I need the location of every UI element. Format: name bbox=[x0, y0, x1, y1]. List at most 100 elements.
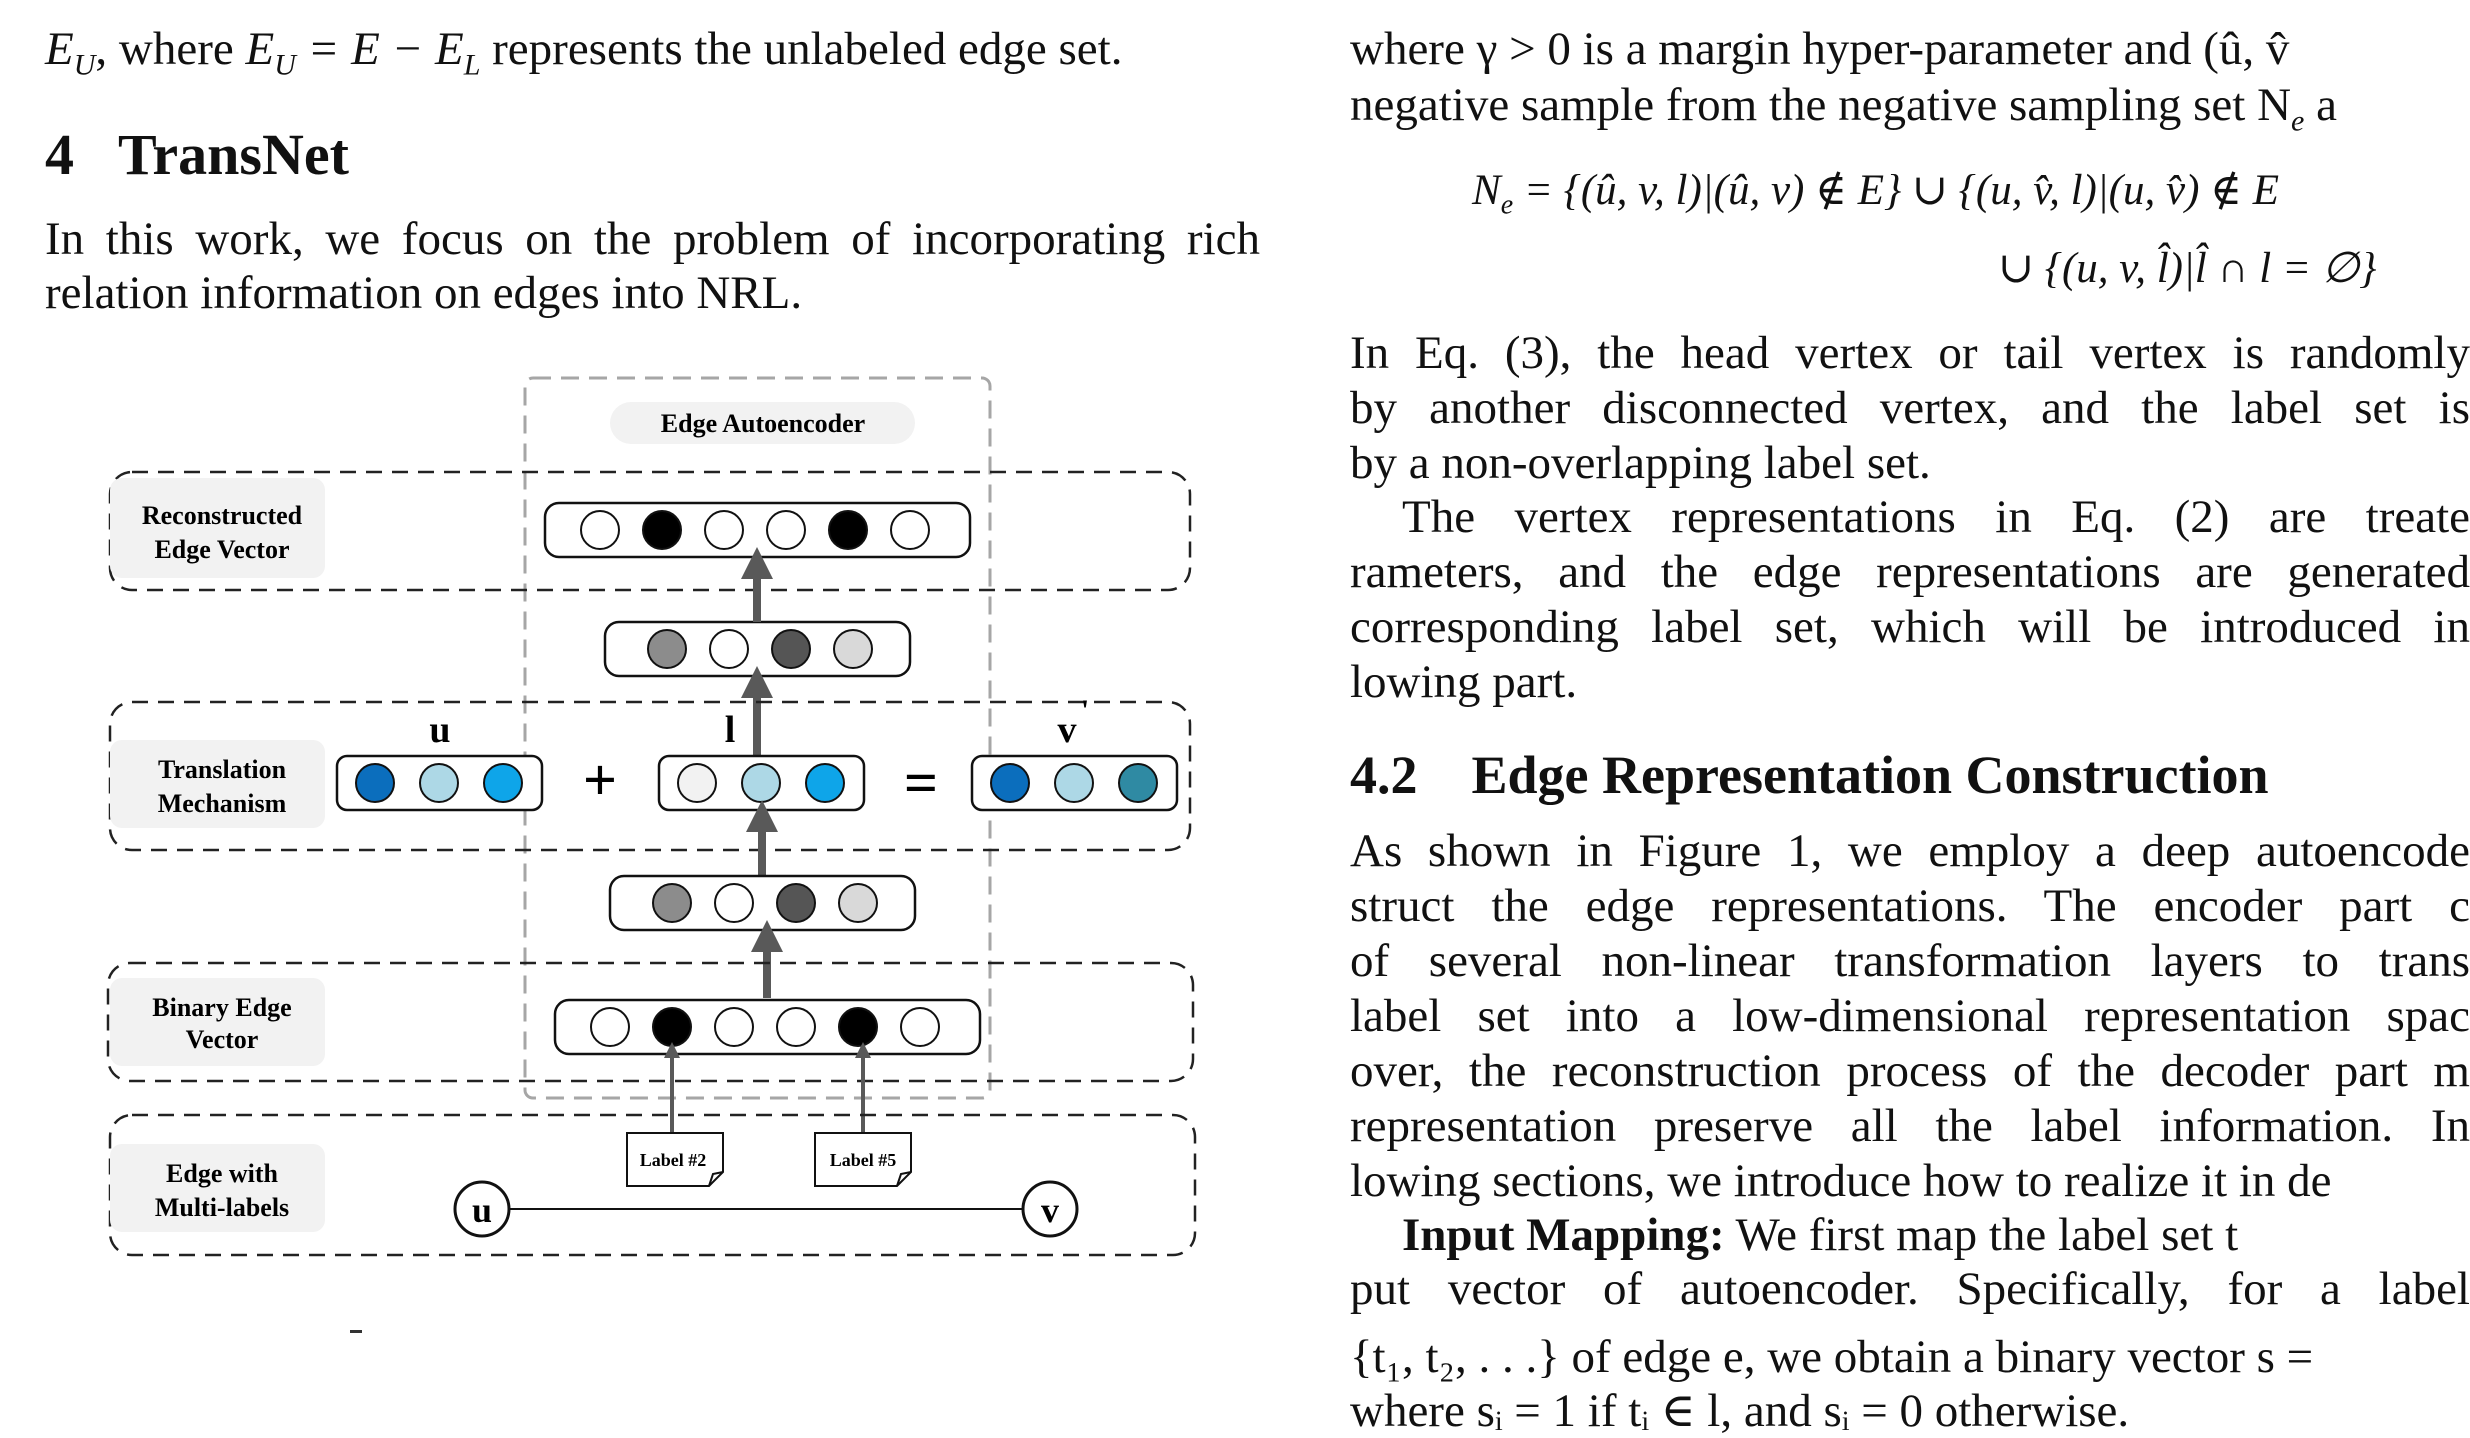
p3-line2: struct the edge representations. The enc… bbox=[1350, 880, 2470, 932]
plus-sign: + bbox=[583, 747, 617, 813]
encoder-node-4 bbox=[838, 883, 878, 923]
row-reconstructed-label-bg bbox=[110, 478, 325, 578]
binary-bit-5 bbox=[838, 1007, 878, 1047]
input-mapping-bold: Input Mapping: bbox=[1402, 1209, 1725, 1261]
equals-sign: = bbox=[904, 750, 938, 816]
p1-line2: by another disconnected vertex, and the … bbox=[1350, 382, 2470, 434]
node-v-label: v bbox=[1041, 1190, 1059, 1230]
unlabeled-edge-sentence: EU, where EU = E − EL represents the unl… bbox=[45, 22, 1122, 92]
row-translation-label-bg bbox=[110, 740, 325, 828]
p2-line4: lowing part. bbox=[1350, 656, 1578, 708]
stray-mark bbox=[350, 1330, 362, 1333]
label5-note-icon bbox=[814, 1132, 912, 1187]
decoder-node-2 bbox=[709, 629, 749, 669]
binary-bit-3 bbox=[714, 1007, 754, 1047]
section-number: 4 bbox=[45, 122, 74, 187]
text-where: , where bbox=[95, 23, 246, 75]
row-reconstructed-box bbox=[108, 470, 1192, 592]
p4-line1-text: We first map the label set t bbox=[1724, 1209, 2239, 1261]
math-sub-l: L bbox=[463, 48, 481, 82]
binary-bit-2 bbox=[652, 1007, 692, 1047]
subsection-heading: 4.2 Edge Representation Construction bbox=[1350, 748, 2269, 802]
section-title: TransNet bbox=[118, 122, 349, 187]
subsection-title: Edge Representation Construction bbox=[1471, 745, 2269, 805]
right-column: where γ > 0 is a margin hyper-parameter … bbox=[1350, 0, 2470, 1437]
row-binary-box bbox=[106, 961, 1195, 1083]
p3-line7: lowing sections, we introduce how to rea… bbox=[1350, 1155, 2332, 1207]
equation-line2: ∪ {(u, v, l̂)|l̂ ∩ l = ∅} bbox=[1998, 245, 2377, 292]
subsection-number: 4.2 bbox=[1350, 745, 1418, 805]
vector-l-node-2 bbox=[741, 763, 781, 803]
p4-line3: {t₁, t₂, . . .} of edge e, we obtain a b… bbox=[1350, 1331, 2314, 1383]
label2-note-icon bbox=[626, 1132, 724, 1187]
autoencoder-box bbox=[523, 376, 992, 1100]
binary-bit-4 bbox=[776, 1007, 816, 1047]
p3-line6: representation preserve all the label in… bbox=[1350, 1100, 2470, 1152]
decoder-node-1 bbox=[647, 629, 687, 669]
p3-line1: As shown in Figure 1, we employ a deep a… bbox=[1350, 825, 2470, 877]
reconstructed-bit-1 bbox=[580, 510, 620, 550]
math-expr: = E − E bbox=[295, 23, 464, 75]
vector-u-node-1 bbox=[355, 763, 395, 803]
binary-bit-6 bbox=[900, 1007, 940, 1047]
decoder-node-3 bbox=[771, 629, 811, 669]
node-u-label: u bbox=[472, 1190, 492, 1230]
negative-sample-text: negative sample from the negative sampli… bbox=[1350, 79, 2292, 131]
row-multilabel-label-bg bbox=[110, 1144, 325, 1232]
negative-sample-tail: a bbox=[2304, 79, 2337, 131]
autoencoder-label: Edge Autoencoder bbox=[661, 409, 865, 438]
encoder-node-1 bbox=[652, 883, 692, 923]
autoencoder-label-bg bbox=[610, 402, 915, 444]
p3-line5: over, the reconstruction process of the … bbox=[1350, 1045, 2470, 1097]
label5-text: Label #5 bbox=[830, 1150, 897, 1170]
eq-ne: N bbox=[1472, 167, 1501, 214]
p4-line4: where sᵢ = 1 if tᵢ ∈ l, and sᵢ = 0 other… bbox=[1350, 1385, 2130, 1437]
reconstructed-bit-6 bbox=[890, 510, 930, 550]
eq-sub-e: e bbox=[1500, 189, 1514, 221]
vector-v-prime: ' bbox=[1081, 694, 1089, 727]
p4-line2: put vector of autoencoder. Specifically,… bbox=[1350, 1263, 2470, 1315]
math-e: E bbox=[45, 23, 74, 75]
label5-fold bbox=[896, 1171, 912, 1187]
eq-rest: = {(û, v, l)|(û, v) ∉ E} ∪ {(u, v̂, l)|(… bbox=[1513, 167, 2279, 214]
margin-sentence: where γ > 0 is a margin hyper-parameter … bbox=[1350, 23, 2290, 75]
math-sub-e: e bbox=[2291, 104, 2305, 138]
row-translation-box bbox=[108, 700, 1192, 852]
p4-line1: Input Mapping: We first map the label se… bbox=[1402, 1208, 2238, 1262]
math-e2: E bbox=[245, 23, 275, 75]
math-sub-u2: U bbox=[274, 48, 296, 82]
label2-fold bbox=[708, 1171, 724, 1187]
vector-v-label: v bbox=[1058, 709, 1077, 751]
vector-u-node-2 bbox=[419, 763, 459, 803]
p3-line4: label set into a low-dimensional represe… bbox=[1350, 990, 2470, 1042]
vector-u-label: u bbox=[429, 709, 450, 751]
p2-line2: rameters, and the edge representations a… bbox=[1350, 546, 2470, 598]
encoder-node-3 bbox=[776, 883, 816, 923]
reconstructed-bit-2 bbox=[642, 510, 682, 550]
encoder-node-2 bbox=[714, 883, 754, 923]
reconstructed-bit-4 bbox=[766, 510, 806, 550]
vector-u-node-3 bbox=[483, 763, 523, 803]
p1-line3: by a non-overlapping label set. bbox=[1350, 437, 1931, 489]
decoder-node-4 bbox=[833, 629, 873, 669]
p1-line1: In Eq. (3), the head vertex or tail vert… bbox=[1350, 327, 2470, 379]
text-represents: represents the unlabeled edge set. bbox=[480, 23, 1123, 75]
label2-text: Label #2 bbox=[640, 1150, 707, 1170]
vector-l-node-1 bbox=[677, 763, 717, 803]
vector-v-node-1 bbox=[990, 763, 1030, 803]
reconstructed-bit-3 bbox=[704, 510, 744, 550]
p3-line3: of several non-linear transformation lay… bbox=[1350, 935, 2470, 987]
row-binary-label-bg bbox=[110, 978, 325, 1066]
reconstructed-bit-5 bbox=[828, 510, 868, 550]
vector-v-node-3 bbox=[1118, 763, 1158, 803]
binary-bit-1 bbox=[590, 1007, 630, 1047]
para1-line1: In this work, we focus on the problem of… bbox=[45, 213, 1260, 265]
p2-line1: The vertex representations in Eq. (2) ar… bbox=[1402, 491, 2470, 543]
para1-line2: relation information on edges into NRL. bbox=[45, 267, 803, 319]
